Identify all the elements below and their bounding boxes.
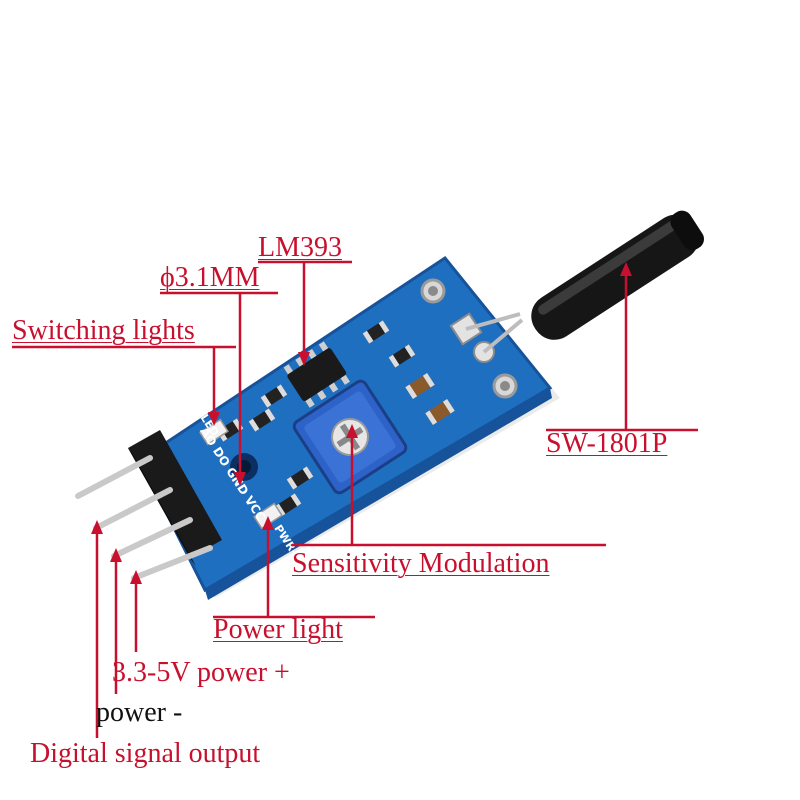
smd-resistor	[260, 384, 288, 408]
do-led	[199, 418, 229, 446]
pin-gnd	[111, 517, 193, 559]
smd-capacitor	[425, 399, 455, 425]
vibration-sensor	[531, 210, 705, 340]
smd-resistor	[248, 408, 276, 432]
label-digital-signal-output: Digital signal output	[30, 738, 261, 769]
smd-resistor	[362, 320, 390, 344]
label-lm393: LM393	[258, 232, 342, 263]
label-switching-lights: Switching lights	[12, 315, 195, 346]
label-power-minus: power -	[96, 697, 183, 728]
smd-resistor	[274, 493, 302, 517]
pcb-edge	[205, 388, 552, 600]
sensor-lead	[465, 312, 521, 331]
smd-capacitor	[405, 373, 435, 399]
smd-resistor	[286, 466, 314, 490]
header-pins	[75, 455, 213, 581]
lm393-chip	[283, 341, 350, 408]
label-power-plus: 3.3-5V power +	[112, 657, 290, 688]
label-sw1801p: SW-1801P	[546, 428, 668, 459]
pin-vcc	[131, 545, 213, 581]
potentiometer	[292, 379, 408, 495]
label-sensitivity-modulation: Sensitivity Modulation	[292, 548, 550, 579]
annotation-lines	[12, 260, 698, 738]
pin-ao	[75, 455, 153, 499]
pin-do	[93, 487, 173, 531]
label-hole-diameter: ϕ3.1MM	[160, 262, 260, 293]
label-power-light: Power light	[213, 614, 343, 645]
smd-resistor	[388, 344, 416, 368]
sensor-lead	[482, 318, 524, 354]
pin-header	[128, 430, 222, 566]
annotation-arrows	[91, 262, 632, 584]
